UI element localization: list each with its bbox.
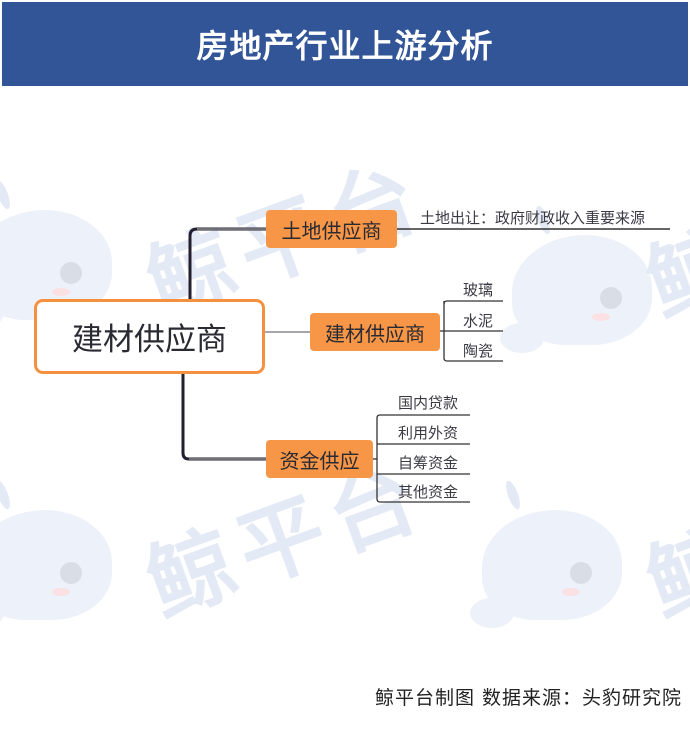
leaf-self-raised[interactable]: 自筹资金 bbox=[398, 454, 459, 472]
page-title: 房地产行业上游分析 bbox=[196, 27, 494, 65]
branch-label: 建材供应商 bbox=[325, 321, 425, 346]
leaf-glass[interactable]: 玻璃 bbox=[463, 281, 494, 299]
source-credit: 鲸平台制图 数据来源：头豹研究院 bbox=[374, 687, 682, 709]
leaf-foreign-capital[interactable]: 利用外资 bbox=[398, 424, 459, 442]
leaf-domestic-loans[interactable]: 国内贷款 bbox=[398, 394, 459, 412]
branch-label: 土地供应商 bbox=[281, 218, 382, 243]
title-banner: 房地产行业上游分析 bbox=[2, 2, 688, 86]
branch-label: 资金供应 bbox=[279, 448, 360, 473]
leaf-other-funds[interactable]: 其他资金 bbox=[398, 483, 459, 501]
branch-node-materials[interactable]: 建材供应商 bbox=[310, 313, 440, 351]
branch-node-capital[interactable]: 资金供应 bbox=[266, 440, 373, 478]
leaf-land-transfer[interactable]: 土地出让：政府财政收入重要来源 bbox=[420, 209, 646, 227]
root-node-label: 建材供应商 bbox=[72, 322, 227, 358]
leaf-cement[interactable]: 水泥 bbox=[463, 312, 494, 330]
branch-node-land[interactable]: 土地供应商 bbox=[266, 210, 397, 248]
leaf-ceramics[interactable]: 陶瓷 bbox=[463, 342, 494, 360]
root-node[interactable]: 建材供应商 bbox=[34, 299, 265, 374]
